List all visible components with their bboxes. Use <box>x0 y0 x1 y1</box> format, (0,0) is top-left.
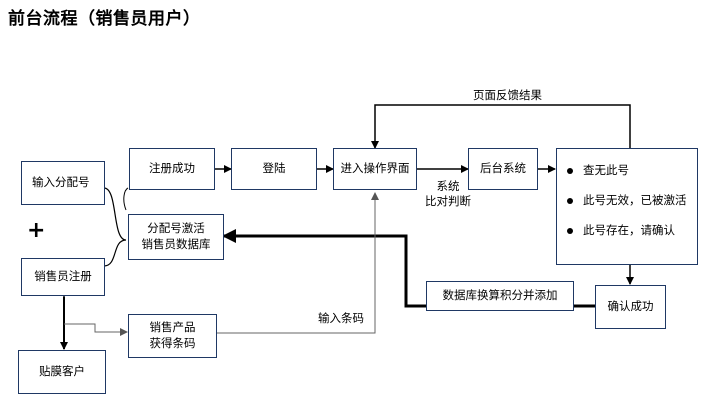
node-confirm-success: 确认成功 <box>595 285 666 329</box>
page-title: 前台流程（销售员用户） <box>8 9 201 29</box>
node-backend-system: 后台系统 <box>468 148 538 190</box>
node-db-points: 数据库换算积分并添加 <box>426 281 574 311</box>
node-enter-ui: 进入操作界面 <box>333 148 417 190</box>
arrow-customer-sales <box>64 323 128 336</box>
node-activate-db: 分配号激活销售员数据库 <box>128 214 224 260</box>
result-item: 此号存在，请确认 <box>567 215 697 245</box>
label-page-feedback: 页面反馈结果 <box>473 88 542 102</box>
node-salesman-register: 销售员注册 <box>21 258 105 296</box>
node-register-success: 注册成功 <box>129 148 215 190</box>
node-login: 登陆 <box>231 148 317 190</box>
arrow-feedback-loop <box>371 104 631 149</box>
bracket-to-register <box>123 187 129 211</box>
bullet-icon <box>567 167 573 174</box>
bullet-icon <box>567 197 573 204</box>
arrow-sales-ui <box>217 192 379 334</box>
label-input-barcode: 输入条码 <box>318 311 364 325</box>
bullet-icon <box>567 227 573 234</box>
node-check-results: 查无此号 此号无效，已被激活 此号存在，请确认 <box>556 148 698 265</box>
plus-sign: + <box>27 218 46 243</box>
node-sales-product: 销售产品获得条码 <box>128 314 217 358</box>
result-item: 此号无效，已被激活 <box>567 185 697 215</box>
result-item: 查无此号 <box>567 155 697 185</box>
bracket-connector <box>103 187 127 267</box>
label-system-compare: 系统 比对判断 <box>425 179 471 208</box>
node-input-assign-no: 输入分配号 <box>21 161 105 205</box>
node-film-customer: 贴膜客户 <box>18 350 106 394</box>
